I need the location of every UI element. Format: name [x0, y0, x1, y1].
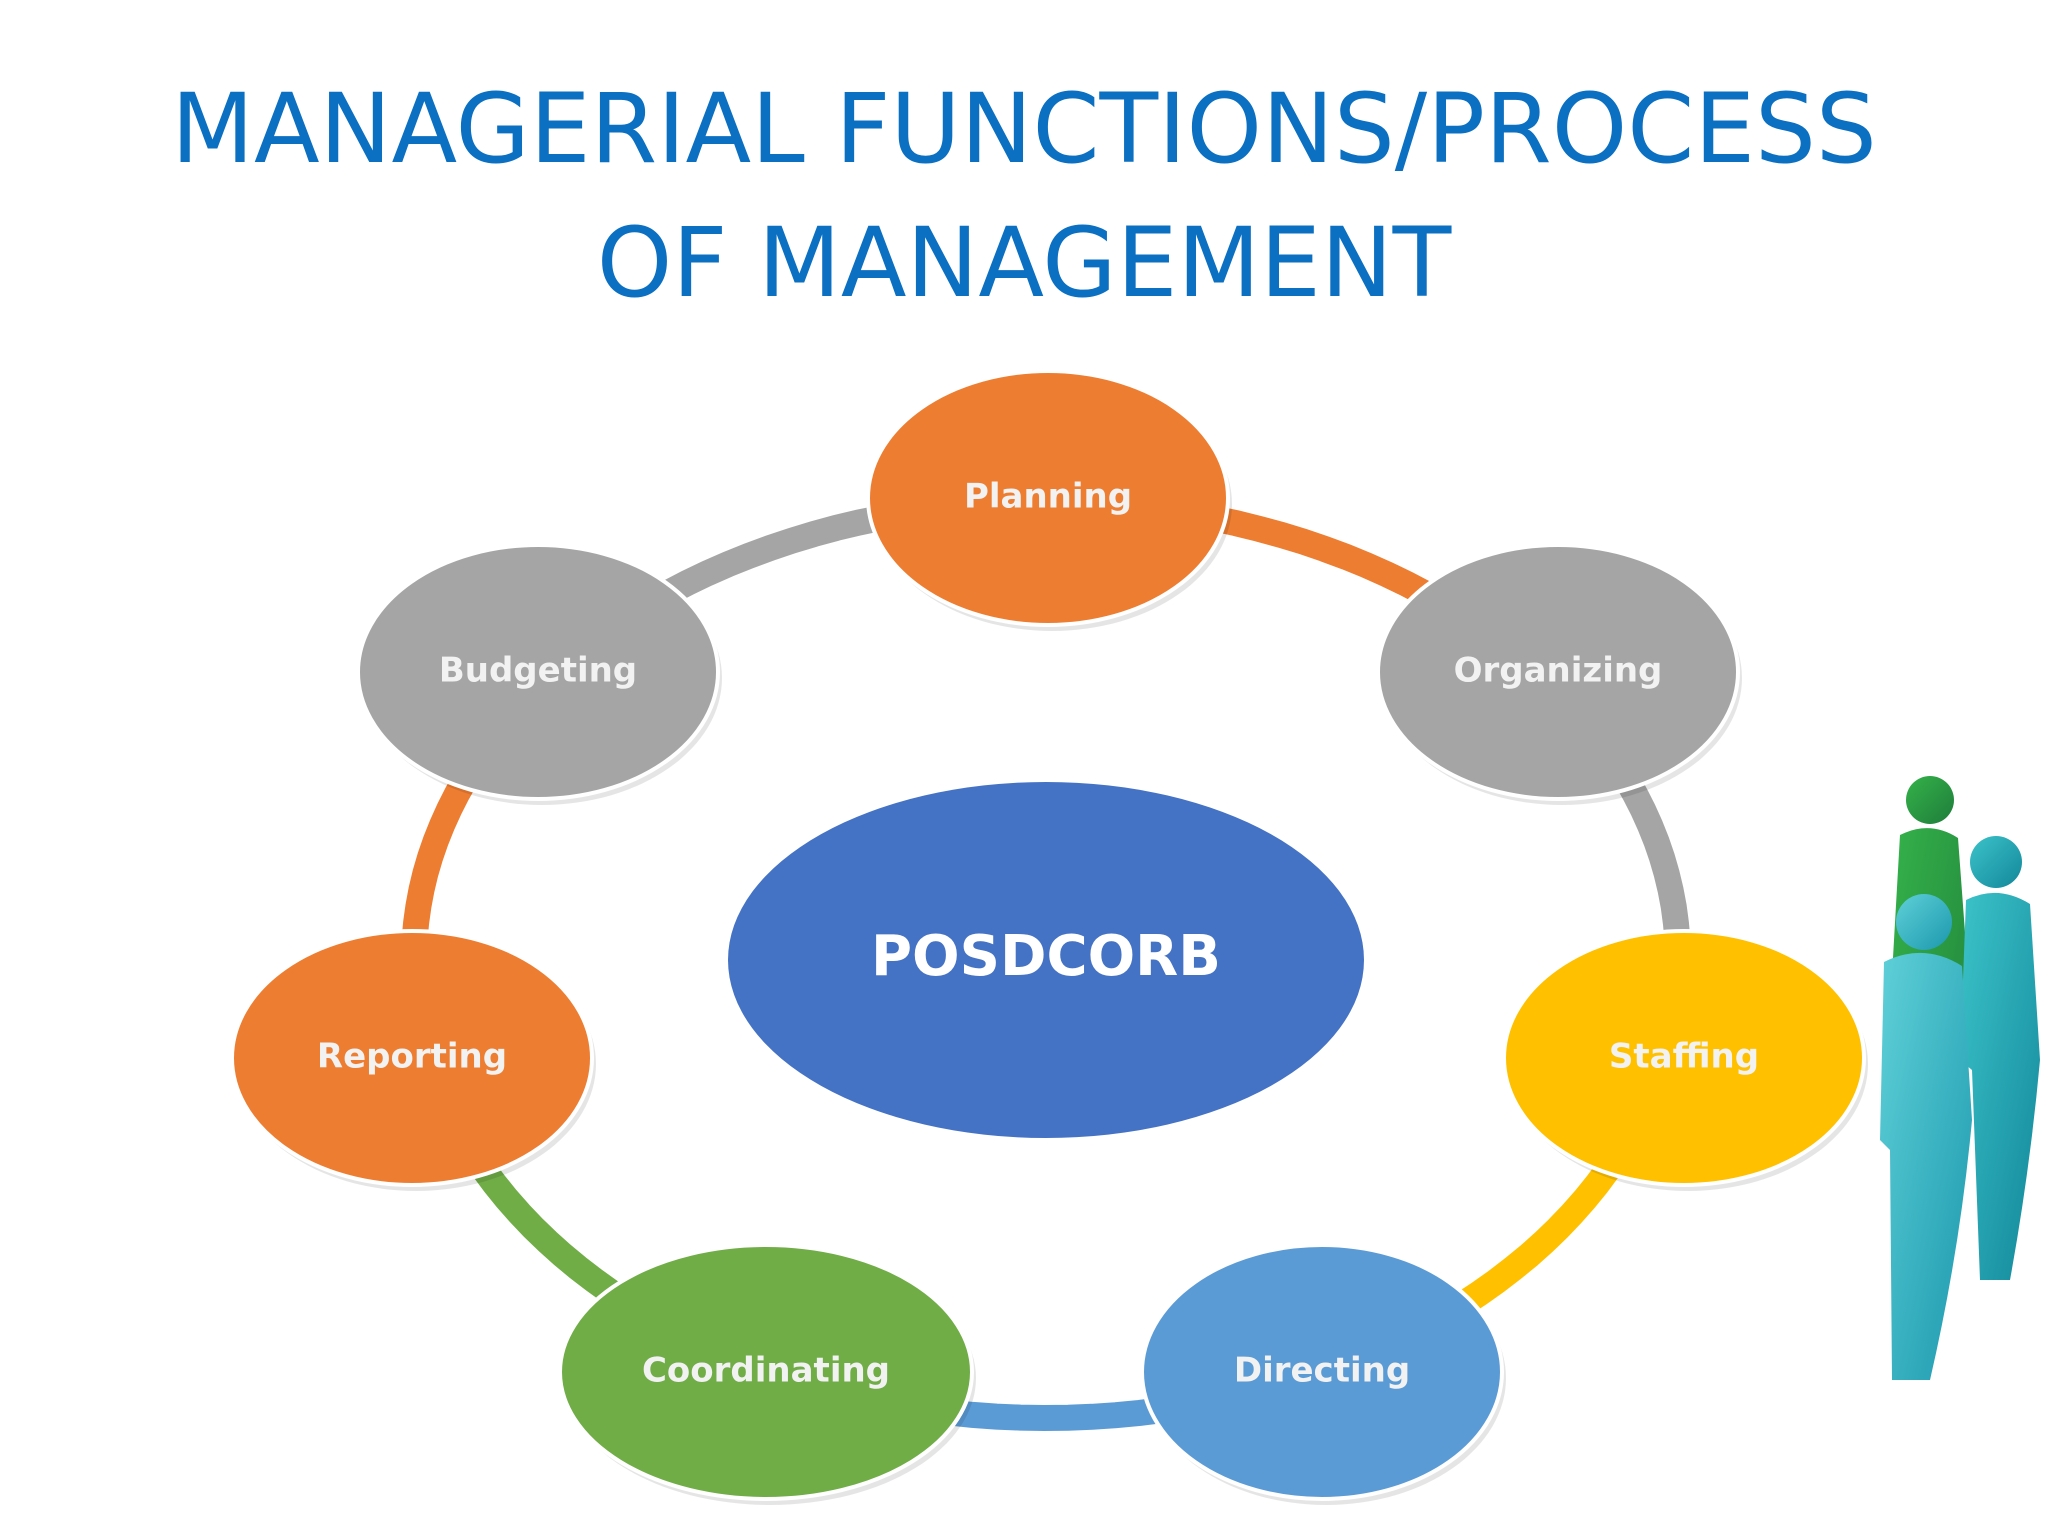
node-ellipse [1376, 543, 1740, 801]
page-title: MANAGERIAL FUNCTIONS/PROCESS OF MANAGEME… [0, 62, 2048, 330]
node-label: Organizing [1454, 651, 1663, 691]
title-line-1: MANAGERIAL FUNCTIONS/PROCESS [171, 73, 1877, 185]
node-staffing: Staffing [1502, 929, 1868, 1191]
center-ellipse [728, 782, 1364, 1138]
node-ellipse [1502, 929, 1866, 1187]
node-label: Reporting [317, 1037, 507, 1077]
node-ellipse [356, 543, 720, 801]
center-hub: POSDCORB [728, 782, 1364, 1138]
node-ellipse [1140, 1243, 1504, 1501]
people-figures-illustration [1878, 680, 2048, 1410]
node-ellipse [230, 929, 594, 1187]
node-organizing: Organizing [1376, 543, 1742, 805]
node-planning: Planning [866, 369, 1232, 631]
node-directing: Directing [1140, 1243, 1506, 1505]
node-label: Budgeting [439, 651, 637, 691]
node-budgeting: Budgeting [356, 543, 722, 805]
node-ellipse [866, 369, 1230, 627]
center-label: POSDCORB [871, 924, 1221, 989]
node-label: Planning [964, 477, 1132, 517]
node-coordinating: Coordinating [558, 1243, 976, 1505]
node-ellipse [558, 1243, 974, 1501]
node-label: Coordinating [642, 1351, 890, 1391]
node-label: Directing [1234, 1351, 1410, 1391]
node-label: Staffing [1609, 1037, 1759, 1077]
node-reporting: Reporting [230, 929, 596, 1191]
title-line-2: OF MANAGEMENT [596, 207, 1452, 319]
